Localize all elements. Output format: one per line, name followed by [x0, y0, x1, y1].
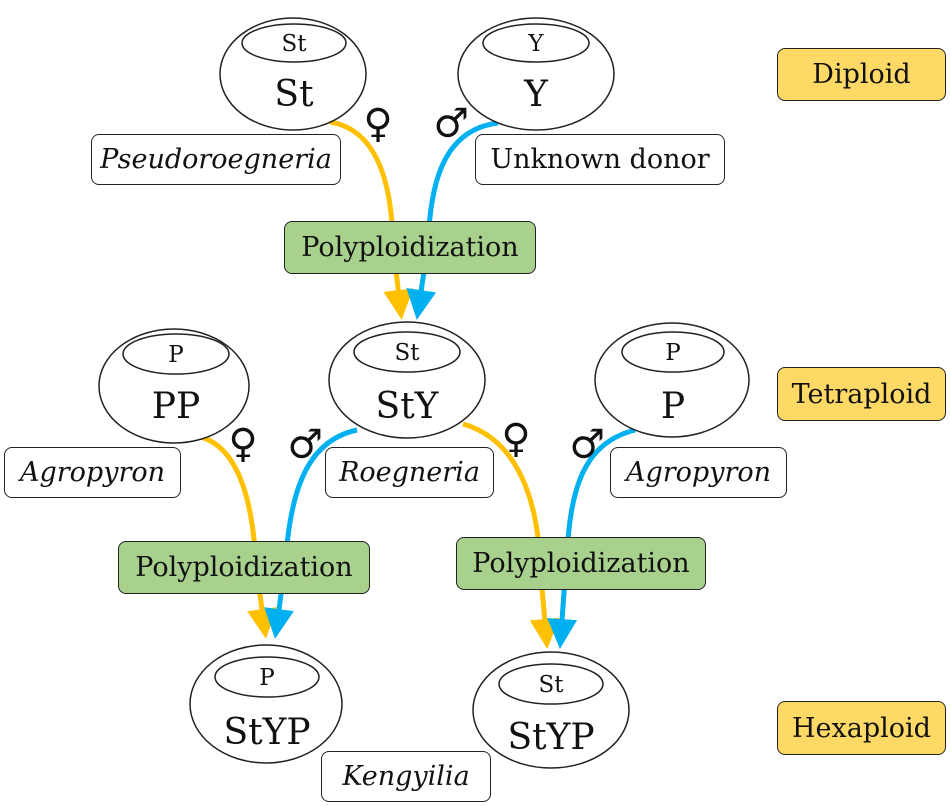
- cytoplasm-label: St: [539, 672, 565, 698]
- taxon-pseudoroegneria: Pseudoroegneria: [91, 134, 341, 185]
- genome-label: St: [274, 74, 314, 115]
- cytoplasm-label: St: [282, 31, 308, 57]
- node-p-tetraploid: P P: [594, 322, 750, 438]
- male-symbol: ♂: [287, 422, 323, 468]
- cytoplasm-label: P: [259, 665, 274, 691]
- node-y-diploid: Y Y: [457, 17, 615, 131]
- genome-label: StYP: [223, 712, 310, 753]
- taxon-roegneria: Roegneria: [325, 447, 494, 498]
- taxon-agropyron-left: Agropyron: [4, 447, 181, 498]
- cytoplasm-label: Y: [527, 31, 544, 57]
- female-symbol: ♀: [228, 421, 257, 467]
- female-symbol: ♀: [363, 101, 392, 147]
- male-symbol: ♂: [569, 422, 605, 468]
- level-hexaploid: Hexaploid: [777, 701, 946, 755]
- node-styp-p-hexaploid: P StYP: [189, 644, 343, 764]
- level-diploid: Diploid: [777, 48, 946, 101]
- taxon-agropyron-right: Agropyron: [610, 447, 787, 498]
- node-styp-st-hexaploid: St StYP: [472, 651, 630, 769]
- male-symbol: ♂: [433, 101, 469, 147]
- cytoplasm-label: P: [665, 340, 680, 366]
- cytoplasm-label: P: [168, 342, 183, 368]
- genome-label: P: [661, 386, 685, 427]
- taxon-unknown-donor: Unknown donor: [475, 134, 725, 185]
- genome-label: StY: [376, 386, 440, 427]
- genome-label: Y: [523, 74, 549, 115]
- genome-label: PP: [152, 386, 200, 427]
- level-tetraploid: Tetraploid: [777, 367, 946, 421]
- genome-label: StYP: [507, 717, 594, 758]
- node-pp-tetraploid: P PP: [98, 328, 250, 444]
- polyploidization-box-top: Polyploidization: [284, 221, 536, 274]
- female-symbol: ♀: [501, 416, 530, 462]
- node-st-diploid: St St: [219, 17, 367, 131]
- polyploidization-box-right: Polyploidization: [456, 537, 706, 590]
- node-sty-tetraploid: St StY: [328, 321, 486, 439]
- cytoplasm-label: St: [395, 340, 421, 366]
- polyploidization-box-left: Polyploidization: [118, 541, 370, 594]
- taxon-kengyilia: Kengyilia: [321, 751, 491, 802]
